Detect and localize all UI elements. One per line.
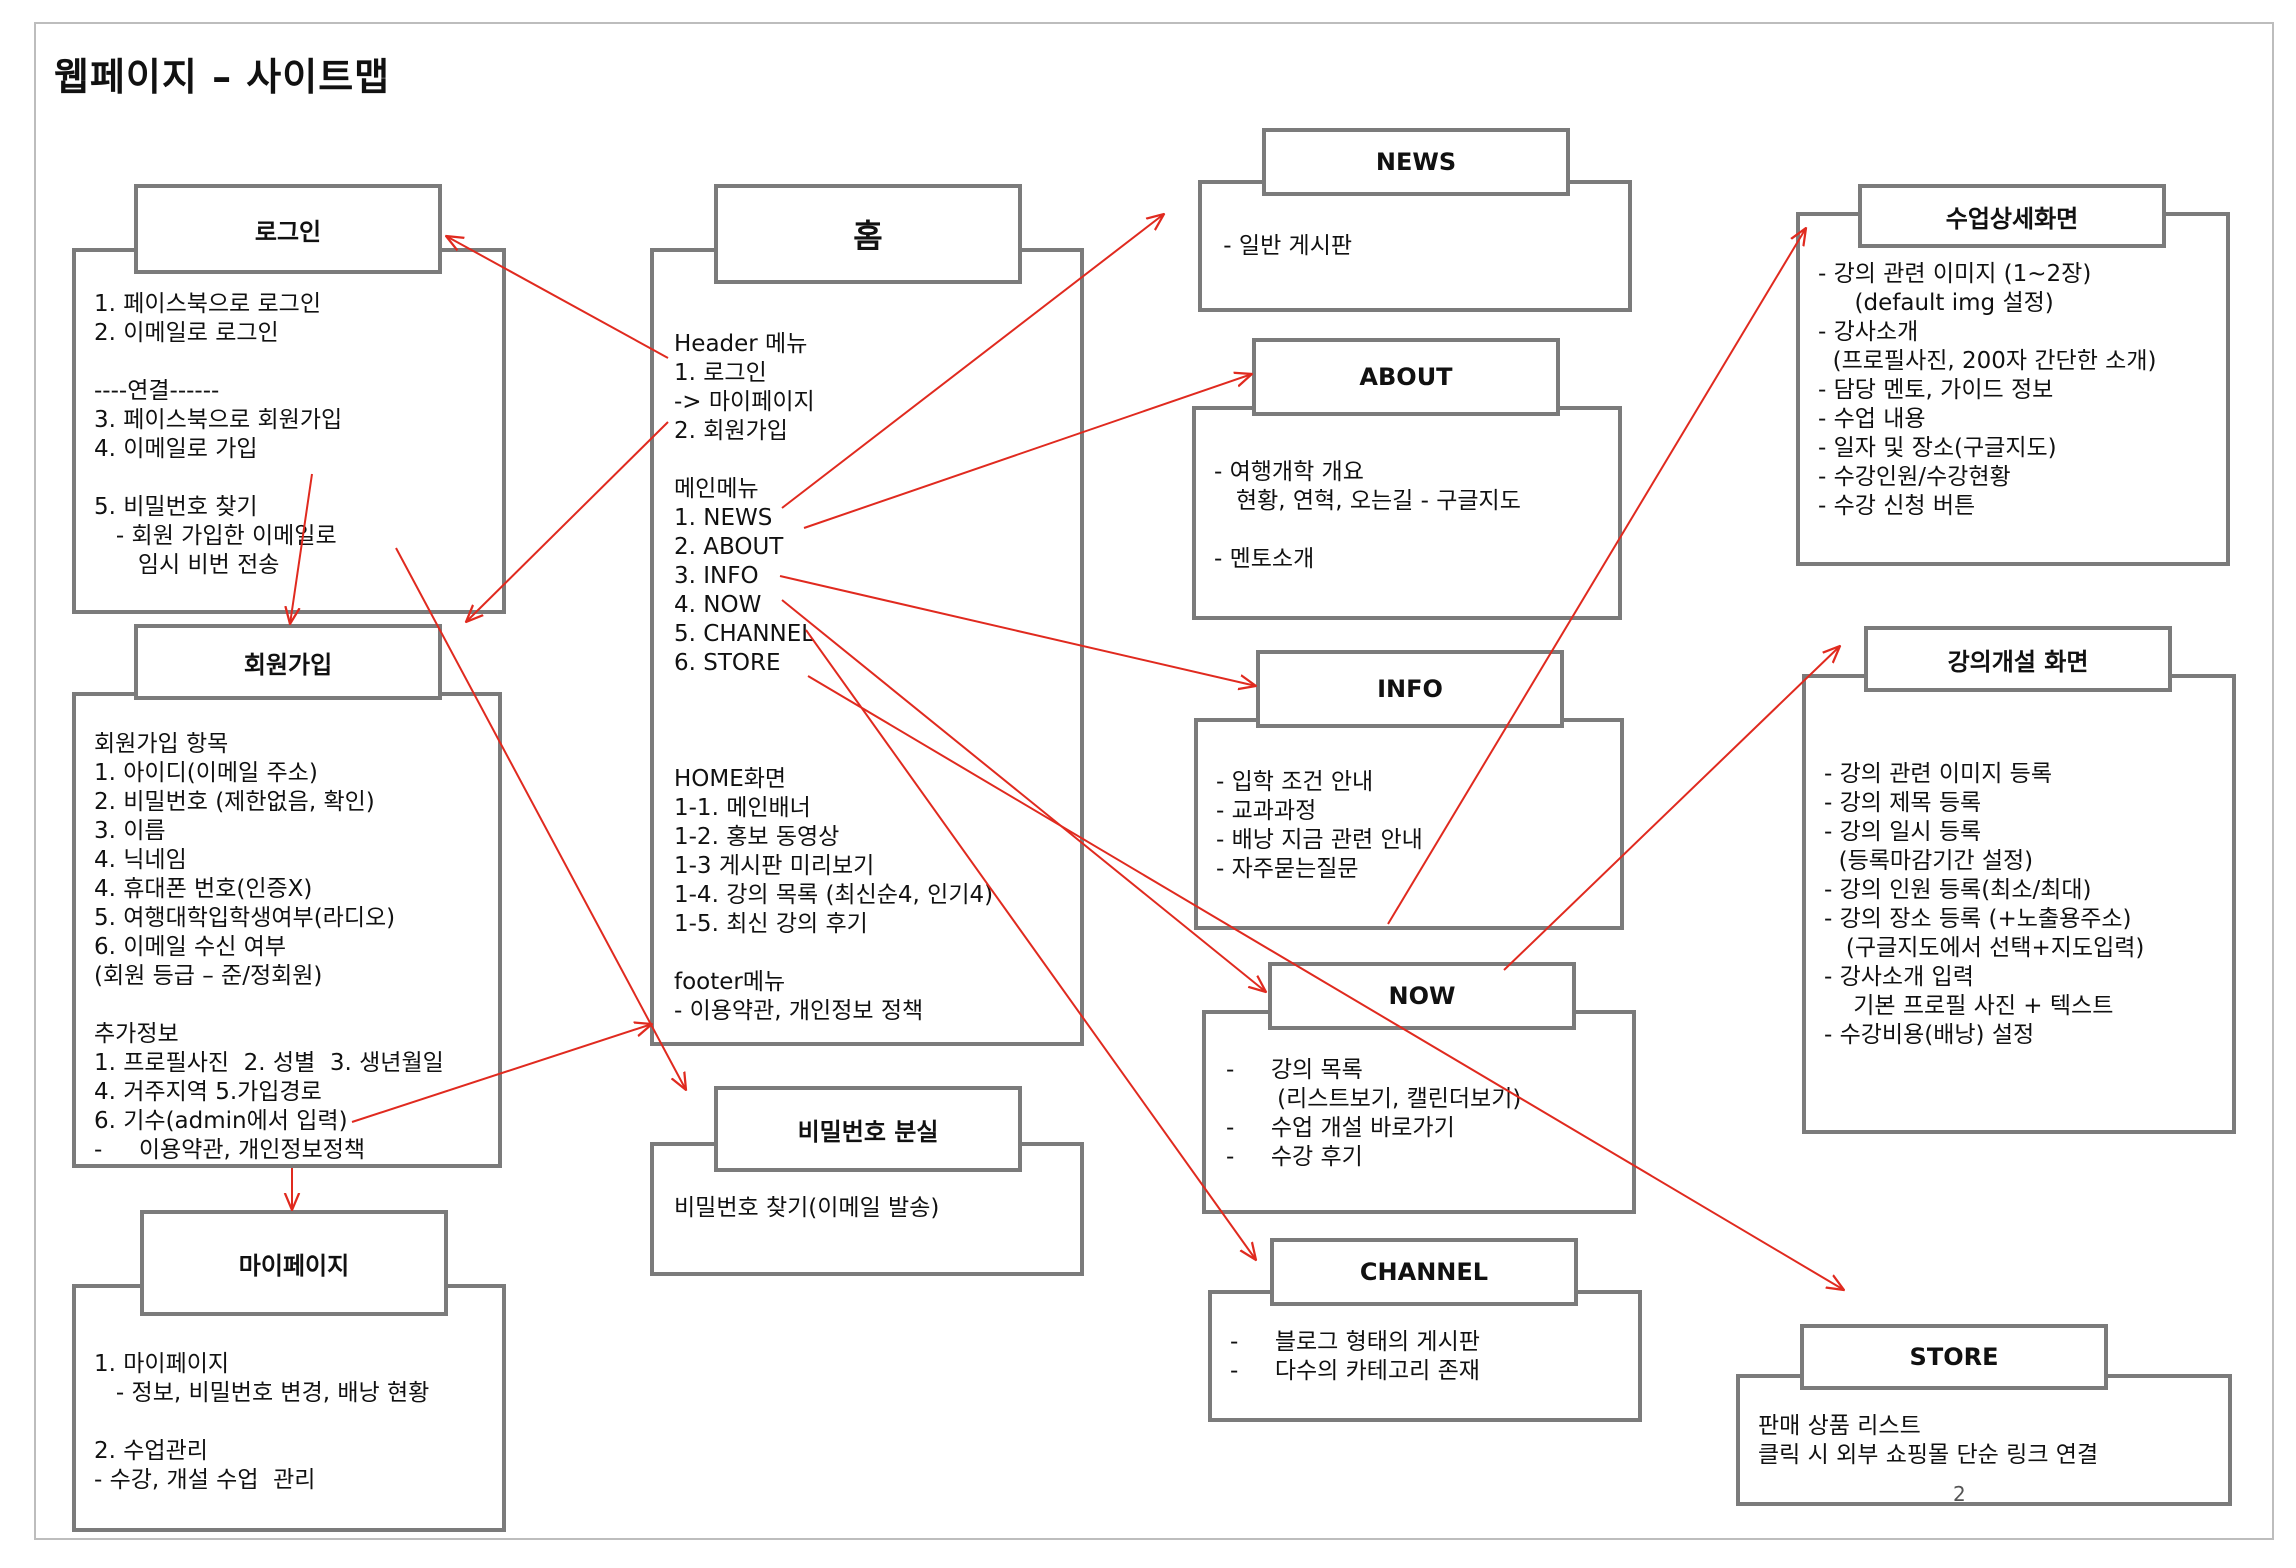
channel-header: CHANNEL — [1270, 1238, 1578, 1306]
info-header: INFO — [1256, 650, 1564, 728]
class-detail-box — [1796, 212, 2230, 566]
mypage-header: 마이페이지 — [140, 1210, 448, 1316]
signup-header: 회원가입 — [134, 624, 442, 700]
login-body: 1. 페이스북으로 로그인 2. 이메일로 로그인 ----연결------ 3… — [94, 291, 343, 578]
class-detail-body: - 강의 관련 이미지 (1~2장) (default img 설정) - 강사… — [1818, 261, 2157, 519]
signup-body: 회원가입 항목 1. 아이디(이메일 주소) 2. 비밀번호 (제한없음, 확인… — [94, 731, 444, 1163]
page-frame — [34, 22, 2274, 1540]
now-body: - 강의 목록 (리스트보기, 캘린더보기) - 수업 개설 바로가기 - 수강… — [1226, 1057, 1522, 1170]
class-open-box — [1802, 674, 2236, 1134]
page-title: 웹페이지 – 사이트맵 — [54, 55, 391, 99]
now-header: NOW — [1268, 962, 1576, 1030]
password-body: 비밀번호 찾기(이메일 발송) — [674, 1195, 940, 1221]
password-header: 비밀번호 분실 — [714, 1086, 1022, 1172]
about-body: - 여행개학 개요 현황, 연혁, 오는길 - 구글지도 - 멘토소개 — [1214, 459, 1521, 572]
about-header: ABOUT — [1252, 338, 1560, 416]
class-open-body: - 강의 관련 이미지 등록 - 강의 제목 등록 - 강의 일시 등록 (등록… — [1824, 761, 2145, 1048]
class-detail-header: 수업상세화면 — [1858, 184, 2166, 248]
channel-body: - 블로그 형태의 게시판 - 다수의 카테고리 존재 — [1230, 1329, 1480, 1384]
mypage-box — [72, 1284, 506, 1532]
page-number: 2 — [1953, 1482, 1966, 1506]
news-body: - 일반 게시판 — [1216, 233, 1353, 259]
mypage-body: 1. 마이페이지 - 정보, 비밀번호 변경, 배낭 현황 2. 수업관리 - … — [94, 1351, 430, 1493]
class-open-header: 강의개설 화면 — [1864, 626, 2172, 692]
info-body: - 입학 조건 안내 - 교과과정 - 배낭 지금 관련 안내 - 자주묻는질문 — [1216, 769, 1423, 882]
news-header: NEWS — [1262, 128, 1570, 196]
home-body: Header 메뉴 1. 로그인 -> 마이페이지 2. 회원가입 메인메뉴 1… — [674, 331, 994, 1024]
store-body: 판매 상품 리스트 클릭 시 외부 쇼핑몰 단순 링크 연결 — [1758, 1413, 2099, 1468]
login-header: 로그인 — [134, 184, 442, 274]
store-header: STORE — [1800, 1324, 2108, 1390]
home-header: 홈 — [714, 184, 1022, 284]
